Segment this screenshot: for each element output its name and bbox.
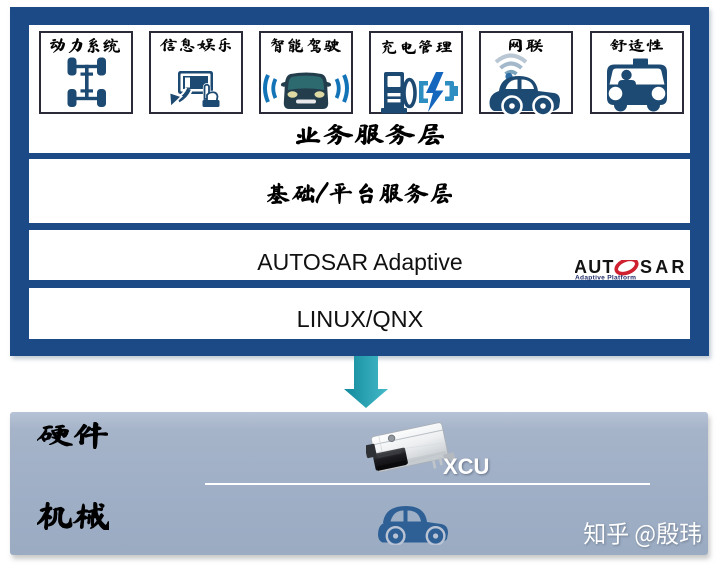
svg-text:SAR: SAR	[640, 260, 685, 277]
svg-text:Adaptive Platform: Adaptive Platform	[575, 275, 636, 282]
svg-text:AUT: AUT	[575, 260, 614, 277]
